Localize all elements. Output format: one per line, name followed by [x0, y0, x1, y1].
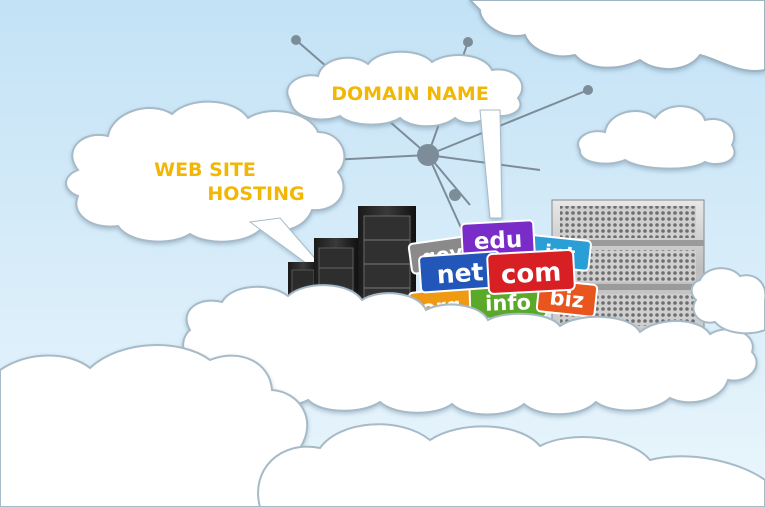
cloud-icon: [182, 284, 758, 416]
network-node-icon: [583, 85, 593, 95]
tld-sign-edu: edu: [460, 219, 536, 259]
tld-com: com: [500, 257, 562, 290]
cloud-icon: [468, 0, 765, 72]
cloud-icon: [286, 50, 524, 219]
tld-net: net: [436, 257, 485, 289]
network-node-icon: [449, 189, 461, 201]
tld-edu: edu: [473, 227, 523, 255]
cloud-icon: [690, 267, 765, 335]
network-node-icon: [463, 37, 473, 47]
cloud-icon: [577, 105, 736, 170]
network-hub-icon: [417, 144, 439, 166]
hosting-label: HOSTING: [207, 183, 304, 205]
cloud-icon: [257, 423, 765, 507]
domain-name-label: DOMAIN NAME: [331, 83, 489, 105]
tld-sign-com: com: [486, 248, 576, 295]
web-site-label: WEB SITE: [154, 159, 256, 181]
cloud-icon: [65, 100, 346, 267]
network-node-icon: [291, 35, 301, 45]
